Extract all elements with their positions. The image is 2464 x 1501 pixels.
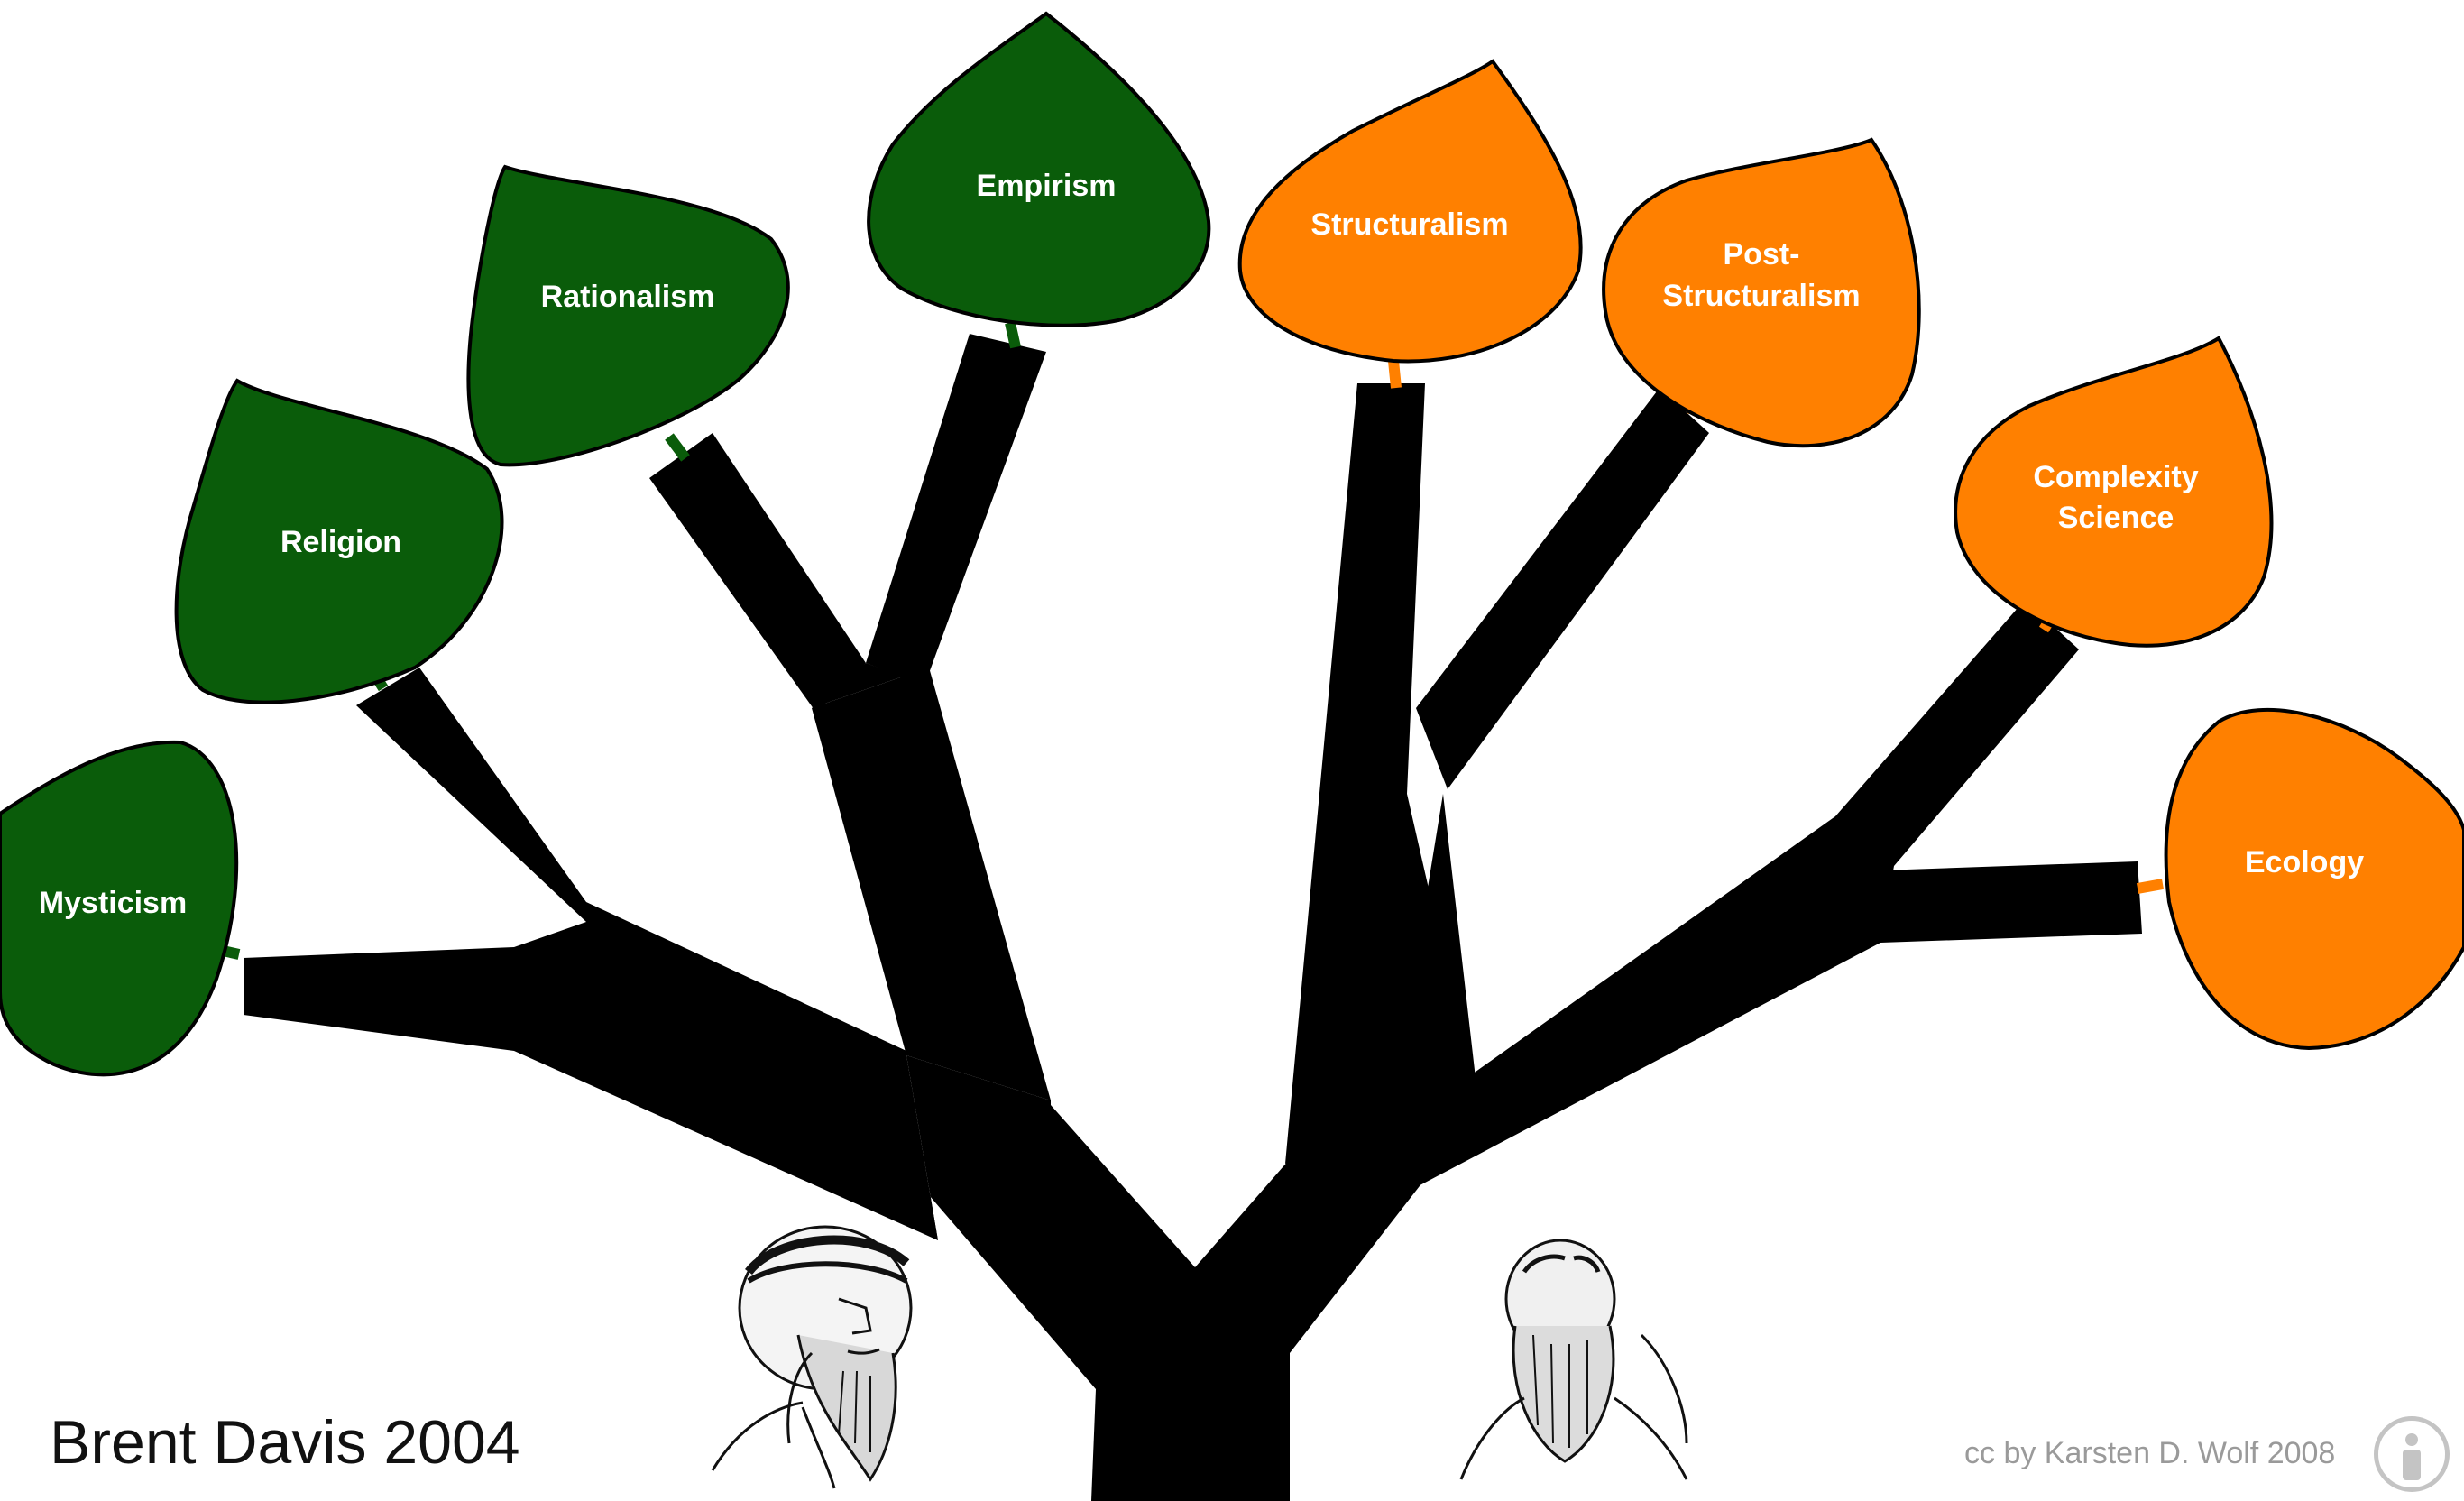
person-icon-body	[2403, 1450, 2421, 1480]
leaf-mysticism: Mysticism	[0, 740, 239, 1077]
tree-trunk	[244, 334, 2142, 1501]
license-credit: cc by Karsten D. Wolf 2008	[1964, 1436, 2336, 1470]
leaf-label-structuralism: Structuralism	[1310, 207, 1508, 242]
leaf-label-mysticism: Mysticism	[39, 886, 187, 920]
leaf-empirism: Empirism	[867, 11, 1211, 327]
darwin-portrait-illustration	[1459, 1239, 1688, 1480]
person-icon	[2374, 1416, 2450, 1492]
leaf-label-complexity-1: Complexity	[2033, 460, 2198, 494]
leaf-label-complexity-2: Science	[2058, 501, 2174, 535]
leaf-label-post-structuralism-2: Structuralism	[1662, 279, 1860, 313]
leaf-ecology: Ecology	[2164, 707, 2464, 1051]
leaf-label-ecology: Ecology	[2245, 845, 2364, 879]
plato-bust-illustration	[711, 1225, 913, 1489]
author-credit: Brent Davis 2004	[50, 1408, 520, 1477]
leaf-label-post-structuralism-1: Post-	[1724, 237, 1800, 272]
leaf-label-religion: Religion	[280, 525, 401, 559]
person-icon-head	[2405, 1433, 2418, 1446]
leaf-label-empirism: Empirism	[977, 169, 1117, 203]
leaf-structuralism: Structuralism	[1237, 59, 1583, 364]
leaf-complexity-science: Complexity Science	[1954, 336, 2274, 648]
leaf-label-rationalism: Rationalism	[541, 280, 715, 314]
leaf-rationalism: Rationalism	[466, 164, 790, 467]
leaf-religion: Religion	[174, 378, 504, 704]
leaf-post-structuralism: Post- Structuralism	[1602, 137, 1921, 448]
